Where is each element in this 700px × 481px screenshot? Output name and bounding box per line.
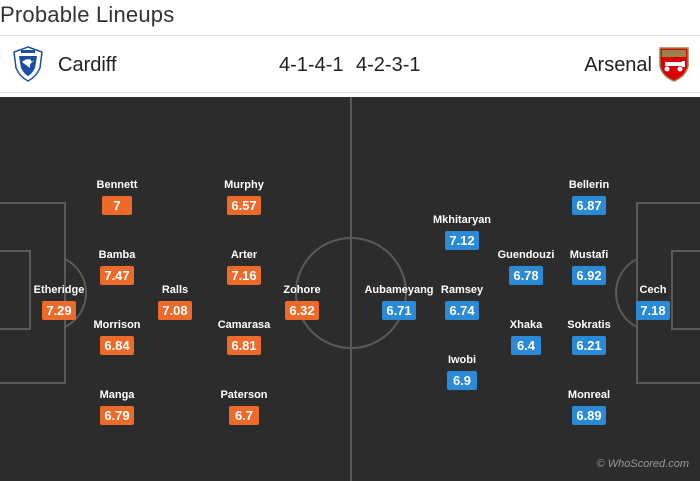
player-rating: 6.71 xyxy=(382,301,416,320)
away-team-name: Arsenal xyxy=(584,54,652,76)
player-name: Iwobi xyxy=(447,354,477,366)
player-rating: 7.18 xyxy=(636,301,670,320)
away-formation: 4-2-3-1 xyxy=(356,54,421,76)
player-name: Zohore xyxy=(283,284,321,296)
player-home-def-2[interactable]: Bamba 7.47 xyxy=(72,249,162,285)
arsenal-crest-icon xyxy=(659,47,689,82)
player-rating: 6.74 xyxy=(445,301,479,320)
player-rating: 6.4 xyxy=(511,336,541,355)
player-home-mid-3[interactable]: Camarasa 6.81 xyxy=(199,319,289,355)
player-rating: 7 xyxy=(102,196,132,215)
home-formation: 4-1-4-1 xyxy=(279,54,344,76)
player-away-fw[interactable]: Aubameyang 6.71 xyxy=(354,284,444,320)
watermark: © WhoScored.com xyxy=(596,458,689,470)
page-title: Probable Lineups xyxy=(0,2,175,27)
player-name: Mkhitaryan xyxy=(432,214,492,226)
player-name: Bamba xyxy=(98,249,136,261)
home-team-name: Cardiff xyxy=(58,54,117,76)
player-rating: 6.32 xyxy=(285,301,319,320)
player-name: Ralls xyxy=(161,284,189,296)
player-rating: 6.21 xyxy=(572,336,606,355)
player-away-cm-1[interactable]: Guendouzi 6.78 xyxy=(481,249,571,285)
player-home-mid-1[interactable]: Murphy 6.57 xyxy=(199,179,289,215)
player-home-def-4[interactable]: Manga 6.79 xyxy=(72,389,162,425)
player-name: Paterson xyxy=(220,389,268,401)
player-home-def-1[interactable]: Bennett 7 xyxy=(72,179,162,215)
player-name: Bennett xyxy=(96,179,138,191)
player-rating: 6.9 xyxy=(447,371,477,390)
player-rating: 6.84 xyxy=(100,336,134,355)
player-home-mid-2[interactable]: Arter 7.16 xyxy=(199,249,289,285)
player-away-cm-2[interactable]: Xhaka 6.4 xyxy=(481,319,571,355)
player-rating: 6.81 xyxy=(227,336,261,355)
player-rating: 6.7 xyxy=(229,406,259,425)
player-name: Camarasa xyxy=(217,319,271,331)
player-home-dm[interactable]: Ralls 7.08 xyxy=(130,284,220,320)
player-rating: 6.92 xyxy=(572,266,606,285)
player-name: Etheridge xyxy=(33,284,85,296)
player-rating: 6.78 xyxy=(509,266,543,285)
player-away-def-4[interactable]: Monreal 6.89 xyxy=(544,389,634,425)
player-away-def-2[interactable]: Mustafi 6.92 xyxy=(544,249,634,285)
player-home-fw[interactable]: Zohore 6.32 xyxy=(257,284,347,320)
player-name: Ramsey xyxy=(440,284,484,296)
player-home-def-3[interactable]: Morrison 6.84 xyxy=(72,319,162,355)
player-rating: 6.57 xyxy=(227,196,261,215)
player-name: Morrison xyxy=(93,319,141,331)
player-name: Guendouzi xyxy=(497,249,555,261)
player-name: Xhaka xyxy=(509,319,543,331)
player-rating: 7.12 xyxy=(445,231,479,250)
pitch: Etheridge 7.29 Bennett 7 Bamba 7.47 Morr… xyxy=(0,97,700,481)
player-name: Aubameyang xyxy=(364,284,434,296)
player-name: Mustafi xyxy=(569,249,609,261)
player-rating: 7.47 xyxy=(100,266,134,285)
player-home-gk[interactable]: Etheridge 7.29 xyxy=(14,284,104,320)
player-away-def-3[interactable]: Sokratis 6.21 xyxy=(544,319,634,355)
player-rating: 7.16 xyxy=(227,266,261,285)
player-rating: 7.08 xyxy=(158,301,192,320)
player-rating: 6.89 xyxy=(572,406,606,425)
player-rating: 6.79 xyxy=(100,406,134,425)
player-away-am-2[interactable]: Ramsey 6.74 xyxy=(417,284,507,320)
team-header-bar: Cardiff 4-1-4-1 4-2-3-1 Arsenal xyxy=(0,35,700,93)
player-rating: 7.29 xyxy=(42,301,76,320)
player-away-am-1[interactable]: Mkhitaryan 7.12 xyxy=(417,214,507,250)
player-name: Arter xyxy=(230,249,258,261)
player-name: Cech xyxy=(639,284,667,296)
player-home-mid-4[interactable]: Paterson 6.7 xyxy=(199,389,289,425)
player-away-def-1[interactable]: Bellerin 6.87 xyxy=(544,179,634,215)
pitch-markings xyxy=(0,97,700,481)
player-away-gk[interactable]: Cech 7.18 xyxy=(608,284,698,320)
player-name: Manga xyxy=(99,389,135,401)
player-name: Bellerin xyxy=(568,179,610,191)
player-name: Sokratis xyxy=(567,319,611,331)
player-rating: 6.87 xyxy=(572,196,606,215)
player-name: Murphy xyxy=(224,179,264,191)
cardiff-crest-icon xyxy=(13,46,43,82)
player-name: Monreal xyxy=(567,389,611,401)
player-away-am-3[interactable]: Iwobi 6.9 xyxy=(417,354,507,390)
